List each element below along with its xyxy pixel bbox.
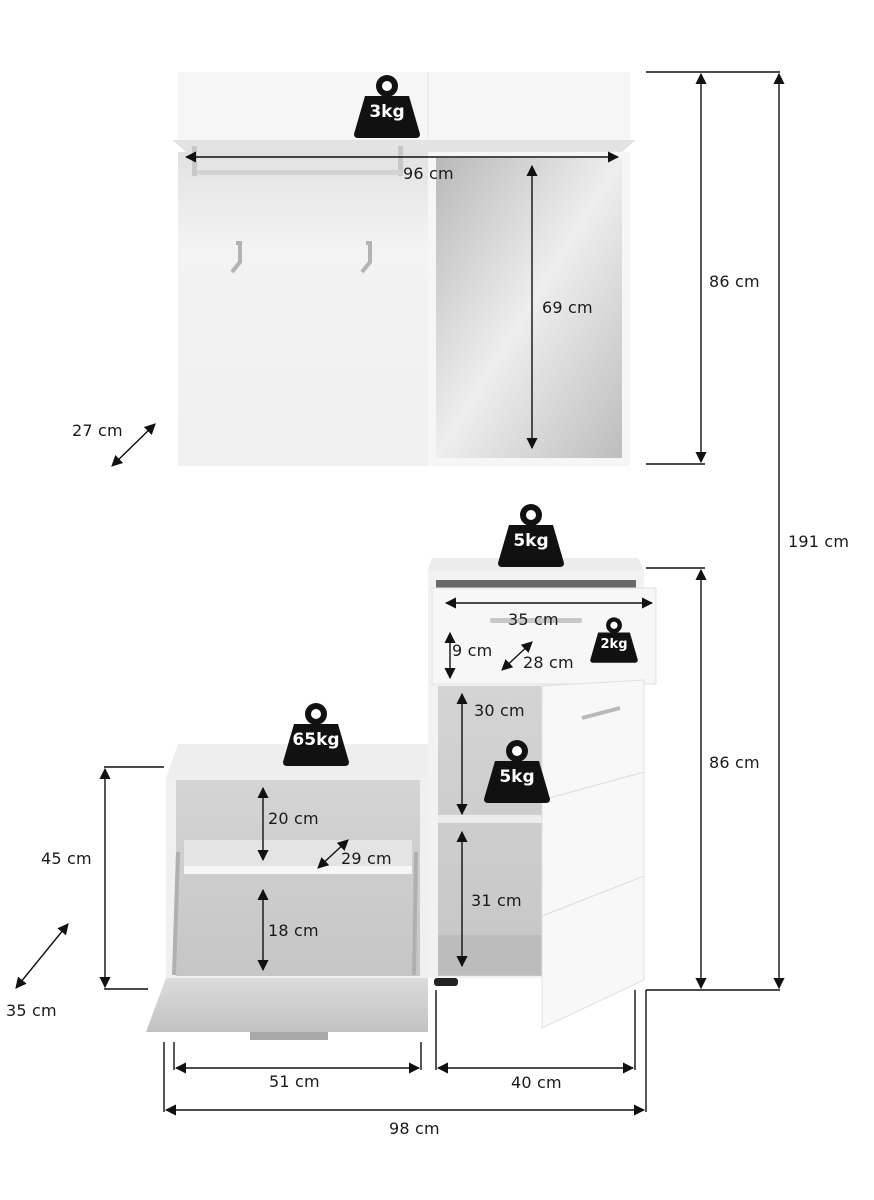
cabinet-top-load: 5kg (513, 531, 549, 551)
cabinet-shelf (438, 815, 542, 823)
door-handle (581, 706, 621, 720)
shoe-bench (146, 744, 428, 1040)
cabinet-upper-label: 30 cm (474, 701, 525, 720)
drawer-depth-label: 28 cm (523, 653, 574, 672)
cabinet-door (541, 679, 645, 1029)
wall-depth-label: 27 cm (72, 421, 123, 440)
bench-depth-label: 35 cm (6, 1001, 57, 1020)
gas-strut (172, 851, 180, 976)
total-height-label: 191 cm (788, 532, 850, 551)
gas-strut (412, 851, 418, 976)
total-width-label: 98 cm (389, 1119, 440, 1138)
cabinet-shelf-load: 5kg (499, 767, 535, 787)
coat-hook (360, 241, 372, 274)
cabinet-lower-label: 31 cm (471, 891, 522, 910)
cabinet-height-label: 86 cm (709, 753, 760, 772)
dimension-lines (15, 71, 785, 1116)
bench-height-label: 45 cm (41, 849, 92, 868)
drawer-height-label: 9 cm (452, 641, 493, 660)
bench-top-load: 65kg (292, 730, 340, 750)
coat-hook (230, 241, 242, 274)
mirror-height-label: 69 cm (542, 298, 593, 317)
wall-shelf-load: 3kg (369, 102, 405, 122)
drawer-width-label: 35 cm (508, 610, 559, 629)
bench-width-label: 51 cm (269, 1072, 320, 1091)
wall-width-label: 96 cm (403, 164, 454, 183)
hanging-rail (197, 170, 403, 175)
bench-upper-label: 20 cm (268, 809, 319, 828)
wall-height-label: 86 cm (709, 272, 760, 291)
bench-shelf-depth-label: 29 cm (341, 849, 392, 868)
flap-handle (250, 1032, 328, 1040)
bench-shelf (184, 866, 412, 874)
drawer-handle (490, 618, 582, 623)
drawer-load: 2kg (600, 637, 628, 652)
bench-lower-label: 18 cm (268, 921, 319, 940)
bench-flap (146, 978, 428, 1032)
mirror (436, 158, 622, 458)
cabinet-width-label: 40 cm (511, 1073, 562, 1092)
